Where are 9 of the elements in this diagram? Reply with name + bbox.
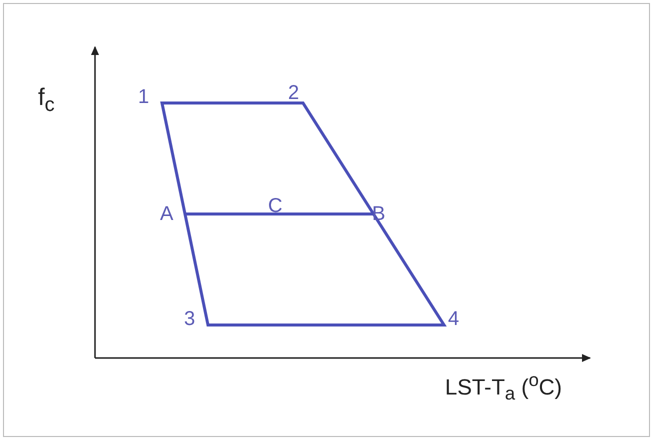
point-label: 4 xyxy=(448,309,460,329)
axis-label: f$_{c}$ xyxy=(38,86,55,115)
point-label: 2 xyxy=(288,83,300,103)
axis-label: LST-T$_{a}$ ($^{o}$C) xyxy=(445,371,562,404)
point-label: C xyxy=(268,196,282,216)
point-label: 3 xyxy=(184,309,196,329)
point-label: A xyxy=(160,204,174,224)
point-label: B xyxy=(372,204,386,224)
point-label: 1 xyxy=(138,87,150,107)
